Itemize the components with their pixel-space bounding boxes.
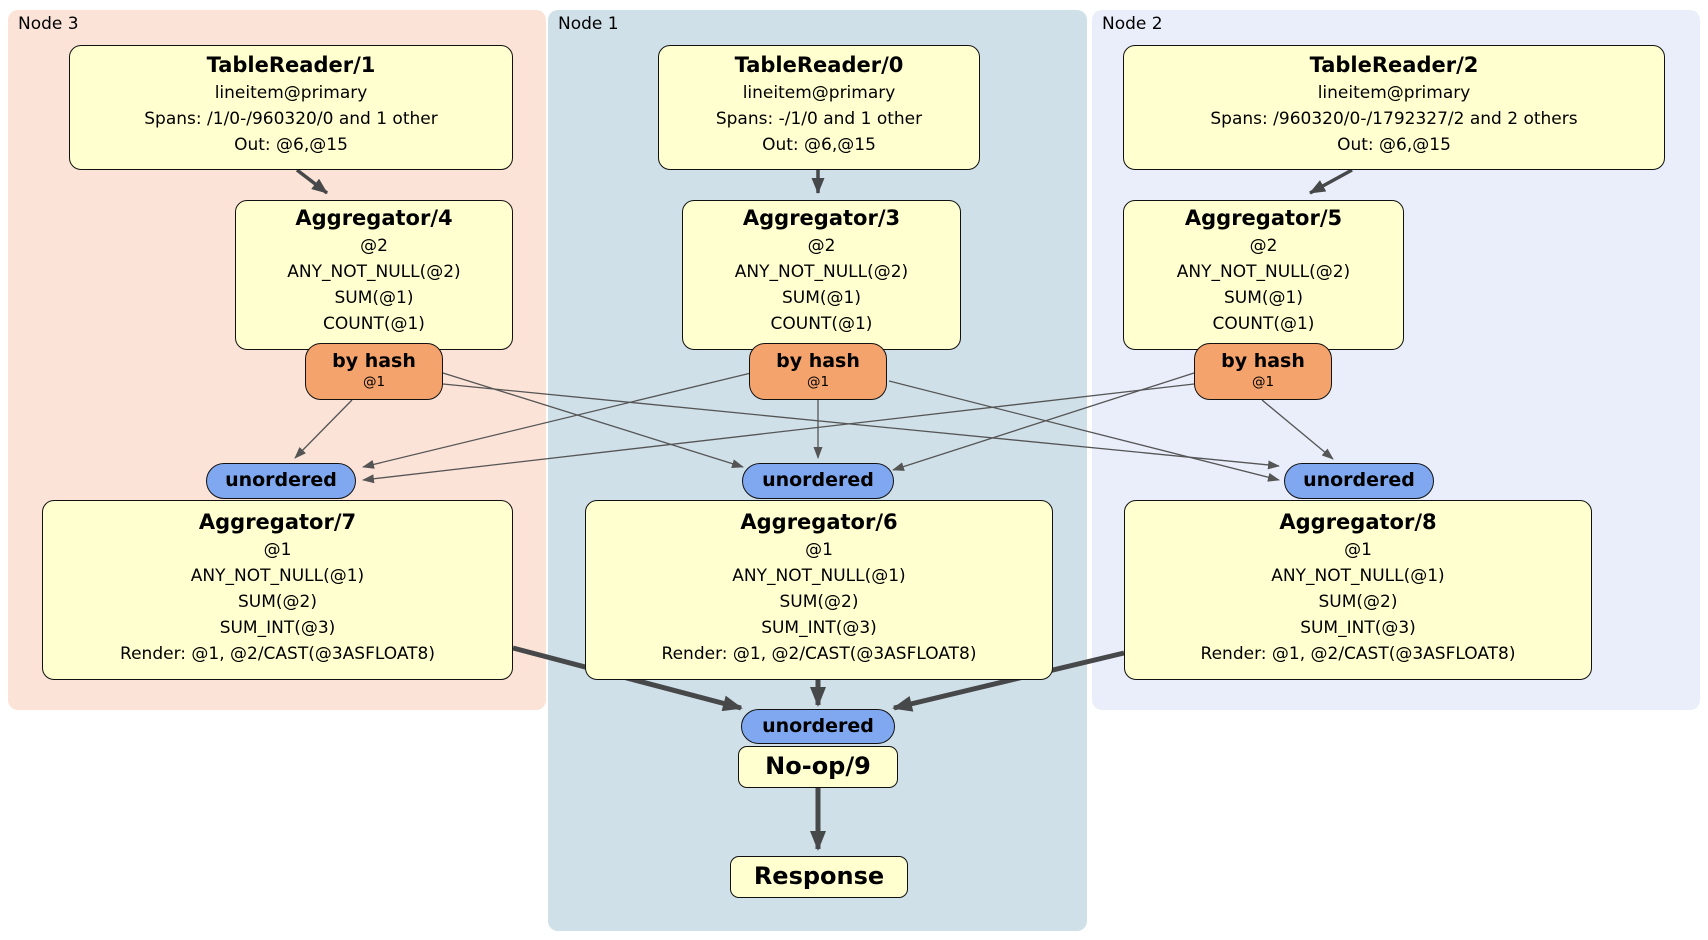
node-group-label-node1: Node 1	[558, 14, 619, 34]
processor-line: @2	[360, 236, 388, 256]
processor-title: Aggregator/8	[1279, 510, 1437, 534]
router-by-hash-5: by hash @1	[1194, 343, 1332, 400]
processor-line: SUM(@1)	[1224, 288, 1303, 308]
processor-line: @1	[805, 540, 833, 560]
processor-spans: Spans: -/1/0 and 1 other	[715, 109, 923, 129]
processor-spans: Spans: /1/0-/960320/0 and 1 other	[144, 109, 438, 129]
processor-response: Response	[730, 856, 908, 898]
node-group-label-node3: Node 3	[18, 14, 79, 34]
processor-out: Out: @6,@15	[1337, 135, 1451, 155]
processor-title: Aggregator/4	[295, 206, 453, 230]
processor-line: SUM_INT(@3)	[761, 618, 877, 638]
processor-line: COUNT(@1)	[1212, 314, 1315, 334]
edge-hash5-sync8	[1261, 399, 1334, 460]
router-by-hash-3: by hash @1	[749, 343, 887, 400]
node-group-label-node2: Node 2	[1102, 14, 1163, 34]
processor-index: lineitem@primary	[742, 83, 896, 103]
processor-line: @1	[1344, 540, 1372, 560]
processor-line: ANY_NOT_NULL(@2)	[287, 262, 461, 282]
processor-out: Out: @6,@15	[234, 135, 348, 155]
processor-line: SUM(@2)	[238, 592, 317, 612]
processor-line: SUM_INT(@3)	[1300, 618, 1416, 638]
edge-tr2-agg5	[1309, 168, 1353, 195]
edge-hash5-sync7	[362, 383, 1195, 484]
router-key: @1	[362, 374, 386, 390]
router-label: by hash	[332, 350, 416, 372]
processor-spans: Spans: /960320/0-/1792327/2 and 2 others	[1210, 109, 1578, 129]
processor-line: SUM(@2)	[1318, 592, 1398, 612]
processor-tablereader-2: TableReader/2 lineitem@primary Spans: /9…	[1123, 45, 1665, 170]
sync-unordered-9: unordered	[741, 709, 895, 744]
processor-line: SUM(@1)	[334, 288, 414, 308]
processor-title: Aggregator/6	[740, 510, 898, 534]
processor-line: ANY_NOT_NULL(@2)	[1176, 262, 1351, 282]
processor-line: ANY_NOT_NULL(@1)	[1271, 566, 1445, 586]
router-label: by hash	[776, 350, 860, 372]
processor-index: lineitem@primary	[1317, 83, 1471, 103]
edge-hash3-sync7	[362, 372, 752, 469]
processor-title: TableReader/0	[734, 53, 904, 77]
edge-hash5-sync6	[892, 372, 1195, 471]
sync-unordered-8: unordered	[1284, 463, 1434, 499]
processor-title: No-op/9	[765, 752, 871, 780]
processor-line: @1	[263, 540, 292, 560]
processor-aggregator-5: Aggregator/5 @2 ANY_NOT_NULL(@2) SUM(@1)…	[1123, 200, 1404, 350]
router-label: by hash	[1221, 350, 1305, 372]
edge-hash4-sync7	[294, 399, 353, 459]
processor-line: SUM(@2)	[779, 592, 859, 612]
processor-out: Out: @6,@15	[762, 135, 876, 155]
processor-aggregator-7: Aggregator/7 @1 ANY_NOT_NULL(@1) SUM(@2)…	[42, 500, 513, 680]
processor-line: COUNT(@1)	[323, 314, 425, 334]
processor-tablereader-0: TableReader/0 lineitem@primary Spans: -/…	[658, 45, 980, 170]
processor-render: Render: @1, @2/CAST(@3ASFLOAT8)	[1200, 644, 1516, 664]
router-key: @1	[806, 374, 830, 390]
router-by-hash-4: by hash @1	[305, 343, 443, 400]
processor-title: Response	[753, 862, 885, 890]
processor-line: SUM(@1)	[782, 288, 861, 308]
processor-line: SUM_INT(@3)	[219, 618, 336, 638]
processor-line: ANY_NOT_NULL(@1)	[190, 566, 365, 586]
processor-aggregator-8: Aggregator/8 @1 ANY_NOT_NULL(@1) SUM(@2)…	[1124, 500, 1592, 680]
processor-line: ANY_NOT_NULL(@1)	[732, 566, 906, 586]
processor-title: Aggregator/7	[198, 510, 357, 534]
processor-tablereader-1: TableReader/1 lineitem@primary Spans: /1…	[69, 45, 513, 170]
edge-hash4-sync8	[442, 383, 1280, 470]
processor-aggregator-3: Aggregator/3 @2 ANY_NOT_NULL(@2) SUM(@1)…	[682, 200, 961, 350]
processor-title: TableReader/2	[1309, 53, 1479, 77]
edge-agg8-sync9	[892, 650, 1125, 712]
sync-unordered-7: unordered	[206, 463, 356, 499]
processor-aggregator-6: Aggregator/6 @1 ANY_NOT_NULL(@1) SUM(@2)…	[585, 500, 1053, 680]
edge-hash3-sync8	[888, 380, 1280, 482]
processor-title: Aggregator/5	[1184, 206, 1343, 230]
processor-index: lineitem@primary	[214, 83, 368, 103]
sync-unordered-6: unordered	[742, 463, 894, 499]
processor-title: Aggregator/3	[742, 206, 901, 230]
processor-line: @2	[1249, 236, 1278, 256]
router-key: @1	[1251, 374, 1275, 390]
processor-noop-9: No-op/9	[738, 746, 898, 788]
edge-tr1-agg4	[295, 168, 329, 195]
processor-render: Render: @1, @2/CAST(@3ASFLOAT8)	[661, 644, 977, 664]
processor-line: COUNT(@1)	[770, 314, 873, 334]
processor-line: ANY_NOT_NULL(@2)	[734, 262, 909, 282]
processor-title: TableReader/1	[206, 53, 376, 77]
processor-aggregator-4: Aggregator/4 @2 ANY_NOT_NULL(@2) SUM(@1)…	[235, 200, 513, 350]
processor-line: @2	[807, 236, 836, 256]
processor-render: Render: @1, @2/CAST(@3ASFLOAT8)	[120, 644, 435, 664]
